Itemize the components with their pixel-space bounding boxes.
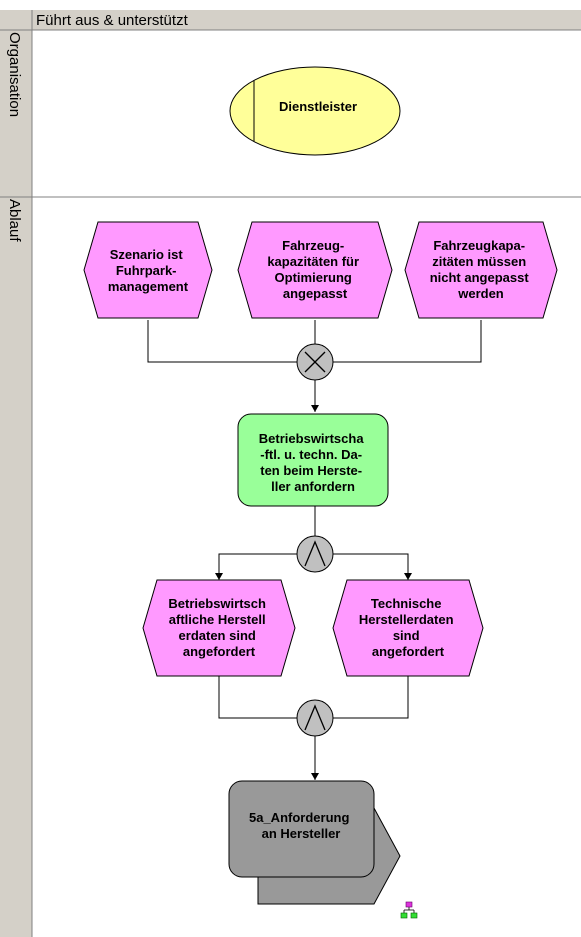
edge-event1-xor xyxy=(147,320,297,363)
event-shape xyxy=(332,579,484,677)
xor-icon-stroke-2 xyxy=(304,351,326,373)
function-herstellerdaten-anfordern[interactable]: Betriebswirtscha -ftl. u. techn. Da- ten… xyxy=(237,413,389,507)
function-label: Betriebswirtscha -ftl. u. techn. Da- ten… xyxy=(259,431,367,494)
lane-label-ablauf: Ablauf xyxy=(6,199,23,242)
event-label: Technische Herstellerdaten sind angeford… xyxy=(359,596,457,659)
event-label: Betriebswirtsch aftliche Herstell erdate… xyxy=(168,596,269,659)
event-betriebswirtschaftliche-daten-angefordert[interactable]: Betriebswirtsch aftliche Herstell erdate… xyxy=(142,579,296,677)
event-shape xyxy=(237,221,393,319)
event-shape xyxy=(404,221,558,319)
event-label: Fahrzeug- kapazitäten für Optimierung an… xyxy=(267,238,362,301)
event-fahrzeugkapazitaeten-nicht-angepasst[interactable]: Fahrzeugkapa- zitäten müssen nicht angep… xyxy=(404,221,558,319)
edge-event3-xor xyxy=(333,320,482,363)
org-ellipse xyxy=(229,66,401,156)
event-technische-daten-angefordert[interactable]: Technische Herstellerdaten sind angeford… xyxy=(332,579,484,677)
header-title: Führt aus & unterstützt xyxy=(36,12,189,29)
left-lane-header-strip xyxy=(0,30,32,937)
edge-and1-event4 xyxy=(218,553,297,580)
and-connector-join[interactable] xyxy=(296,699,334,737)
and-icon xyxy=(304,704,326,731)
org-label: Dienstleister xyxy=(279,99,357,114)
and-connector-split[interactable] xyxy=(296,535,334,573)
event-label: Fahrzeugkapa- zitäten müssen nicht angep… xyxy=(430,238,533,301)
connections xyxy=(147,320,482,780)
xor-connector[interactable] xyxy=(296,343,334,381)
edge-event5-and2 xyxy=(333,676,409,719)
event-label: Szenario ist Fuhrpark- management xyxy=(108,247,189,294)
and-icon xyxy=(304,540,326,567)
edge-event4-and2 xyxy=(218,676,297,719)
top-header-strip xyxy=(0,10,581,30)
event-szenario-fuhrparkmanagement[interactable]: Szenario ist Fuhrpark- management xyxy=(83,221,213,319)
corner-cell xyxy=(0,10,32,30)
event-fahrzeugkapazitaeten-angepasst[interactable]: Fahrzeug- kapazitäten für Optimierung an… xyxy=(237,221,393,319)
event-shape xyxy=(142,579,296,677)
process-interface-anforderung-hersteller[interactable]: 5a_Anforderung an Hersteller xyxy=(228,780,401,905)
arrowhead-process xyxy=(311,773,319,780)
lane-label-organisation: Organisation xyxy=(6,32,23,117)
arrowhead-event4 xyxy=(215,573,223,580)
arrowhead-function xyxy=(311,405,319,412)
function-shape xyxy=(237,413,389,507)
hierarchy-icon[interactable] xyxy=(400,901,418,919)
arrowhead-event5 xyxy=(404,573,412,580)
org-unit-dienstleister[interactable]: Dienstleister xyxy=(229,66,401,156)
process-front-shape xyxy=(228,780,375,878)
edge-and1-event5 xyxy=(333,553,409,580)
event-shape xyxy=(83,221,213,319)
process-label: 5a_Anforderung an Hersteller xyxy=(249,810,353,841)
